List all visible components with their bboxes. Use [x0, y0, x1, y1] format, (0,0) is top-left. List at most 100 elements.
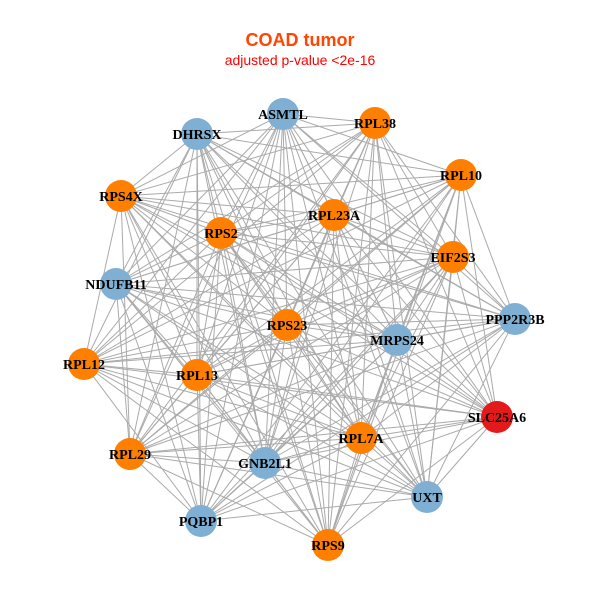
- edge-NDUFB11-MRPS24: [115, 283, 398, 341]
- edge-RPS4X-GNB2L1: [120, 195, 266, 464]
- edge-PPP2R3B-RPS23: [286, 318, 516, 326]
- edge-EIF2S3-GNB2L1: [264, 256, 454, 464]
- node-label: RPS4X: [99, 190, 143, 205]
- edge-ASMTL-PPP2R3B: [282, 113, 516, 320]
- edge-DHRSX-RPL10: [196, 133, 462, 176]
- node-circle: [445, 159, 477, 191]
- edge-RPL38-SLC25A6: [374, 122, 498, 418]
- node-rps4x[interactable]: RPS4X: [99, 180, 143, 212]
- edge-RPS23-SLC25A6: [286, 324, 498, 418]
- node-label: RPS2: [204, 227, 237, 242]
- node-rpl29[interactable]: RPL29: [109, 438, 151, 470]
- node-rpl7a[interactable]: RPL7A: [338, 422, 384, 454]
- node-circle: [312, 529, 344, 561]
- edge-ASMTL-GNB2L1: [264, 113, 284, 464]
- node-rpl13[interactable]: RPL13: [176, 359, 218, 391]
- edge-RPL38-RPL13: [196, 122, 376, 376]
- edge-SLC25A6-GNB2L1: [264, 416, 498, 464]
- edge-SLC25A6-RPS9: [327, 416, 498, 546]
- chart-subtitle: adjusted p-value <2e-16: [224, 52, 376, 68]
- edge-RPL29-PQBP1: [129, 453, 202, 522]
- edge-RPS23-RPL7A: [286, 324, 362, 439]
- edge-RPS2-MRPS24: [220, 232, 398, 341]
- node-circle: [271, 309, 303, 341]
- node-circle: [359, 107, 391, 139]
- node-rps2[interactable]: RPS2: [204, 217, 238, 249]
- edge-EIF2S3-RPL13: [196, 256, 454, 376]
- edge-RPL10-PQBP1: [200, 174, 462, 522]
- node-label: NDUFB11: [85, 278, 146, 293]
- edge-RPL12-RPL7A: [83, 363, 362, 439]
- edge-MRPS24-RPL12: [83, 339, 398, 365]
- node-label: SLC25A6: [468, 411, 526, 426]
- edge-RPL23A-EIF2S3: [333, 214, 454, 258]
- node-ndufb11[interactable]: NDUFB11: [85, 268, 147, 300]
- edge-PPP2R3B-PQBP1: [200, 318, 516, 522]
- node-slc25a6[interactable]: SLC25A6: [468, 401, 526, 433]
- edge-RPS2-EIF2S3: [220, 232, 454, 258]
- edge-GNB2L1-RPS9: [264, 462, 329, 546]
- node-label: RPS23: [267, 319, 307, 334]
- edge-NDUFB11-SLC25A6: [115, 283, 498, 418]
- node-label: RPL10: [440, 169, 482, 184]
- edge-RPL23A-NDUFB11: [115, 214, 335, 285]
- edge-MRPS24-RPL29: [129, 339, 398, 455]
- node-circle: [68, 348, 100, 380]
- node-dhrsx[interactable]: DHRSX: [172, 118, 222, 150]
- node-rpl38[interactable]: RPL38: [354, 107, 396, 139]
- edge-ASMTL-RPS2: [220, 113, 284, 234]
- edge-RPS2-GNB2L1: [220, 232, 266, 464]
- edge-RPS4X-RPL23A: [120, 195, 335, 216]
- edge-RPS23-MRPS24: [286, 324, 398, 341]
- node-circle: [481, 401, 513, 433]
- edge-RPS23-UXT: [286, 324, 428, 498]
- edge-EIF2S3-MRPS24: [396, 256, 454, 341]
- edge-NDUFB11-PQBP1: [115, 283, 202, 522]
- node-pqbp1[interactable]: PQBP1: [179, 505, 223, 537]
- node-circle: [345, 422, 377, 454]
- node-rps23[interactable]: RPS23: [267, 309, 307, 341]
- edge-RPL10-RPL13: [196, 174, 462, 376]
- node-label: UXT: [412, 491, 442, 506]
- edge-RPL12-RPS9: [83, 363, 329, 546]
- edge-RPL38-UXT: [374, 122, 428, 498]
- edge-DHRSX-RPS4X: [120, 133, 198, 197]
- edge-RPS23-RPL12: [83, 324, 288, 365]
- node-label: RPL38: [354, 117, 396, 132]
- node-rpl23a[interactable]: RPL23A: [308, 199, 361, 231]
- node-label: DHRSX: [172, 128, 221, 143]
- node-ppp2r3b[interactable]: PPP2R3B: [485, 303, 545, 335]
- node-rpl10[interactable]: RPL10: [440, 159, 482, 191]
- edge-RPL12-PQBP1: [83, 363, 202, 522]
- node-mrps24[interactable]: MRPS24: [370, 324, 424, 356]
- edge-RPL38-RPL7A: [360, 122, 376, 439]
- edge-DHRSX-RPS2: [196, 133, 222, 234]
- edge-RPS4X-EIF2S3: [120, 195, 454, 258]
- node-circle: [499, 303, 531, 335]
- node-label: RPL29: [109, 448, 151, 463]
- edge-EIF2S3-RPL29: [129, 256, 454, 455]
- node-circle: [411, 481, 443, 513]
- node-uxt[interactable]: UXT: [411, 481, 443, 513]
- edge-RPS2-RPL23A: [220, 214, 335, 234]
- edge-RPL7A-RPS9: [327, 437, 362, 546]
- node-asmtl[interactable]: ASMTL: [258, 98, 308, 130]
- node-eif2s3[interactable]: EIF2S3: [430, 241, 476, 273]
- edge-EIF2S3-NDUFB11: [115, 256, 454, 285]
- edge-PPP2R3B-RPL29: [129, 318, 516, 455]
- node-label: PQBP1: [179, 515, 223, 530]
- edge-DHRSX-GNB2L1: [196, 133, 266, 464]
- node-label: RPL12: [63, 358, 105, 373]
- edge-SLC25A6-RPL7A: [360, 416, 498, 439]
- node-rps9[interactable]: RPS9: [311, 529, 345, 561]
- node-gnb2l1[interactable]: GNB2L1: [238, 447, 292, 479]
- edge-RPL12-UXT: [83, 363, 428, 498]
- chart-title: COAD tumor: [245, 30, 355, 50]
- edge-NDUFB11-UXT: [115, 283, 428, 498]
- edge-UXT-PQBP1: [200, 496, 428, 522]
- edge-RPL10-PPP2R3B: [460, 174, 516, 320]
- edge-RPS4X-RPS23: [120, 195, 288, 326]
- edge-MRPS24-UXT: [396, 339, 428, 498]
- node-rpl12[interactable]: RPL12: [63, 348, 105, 380]
